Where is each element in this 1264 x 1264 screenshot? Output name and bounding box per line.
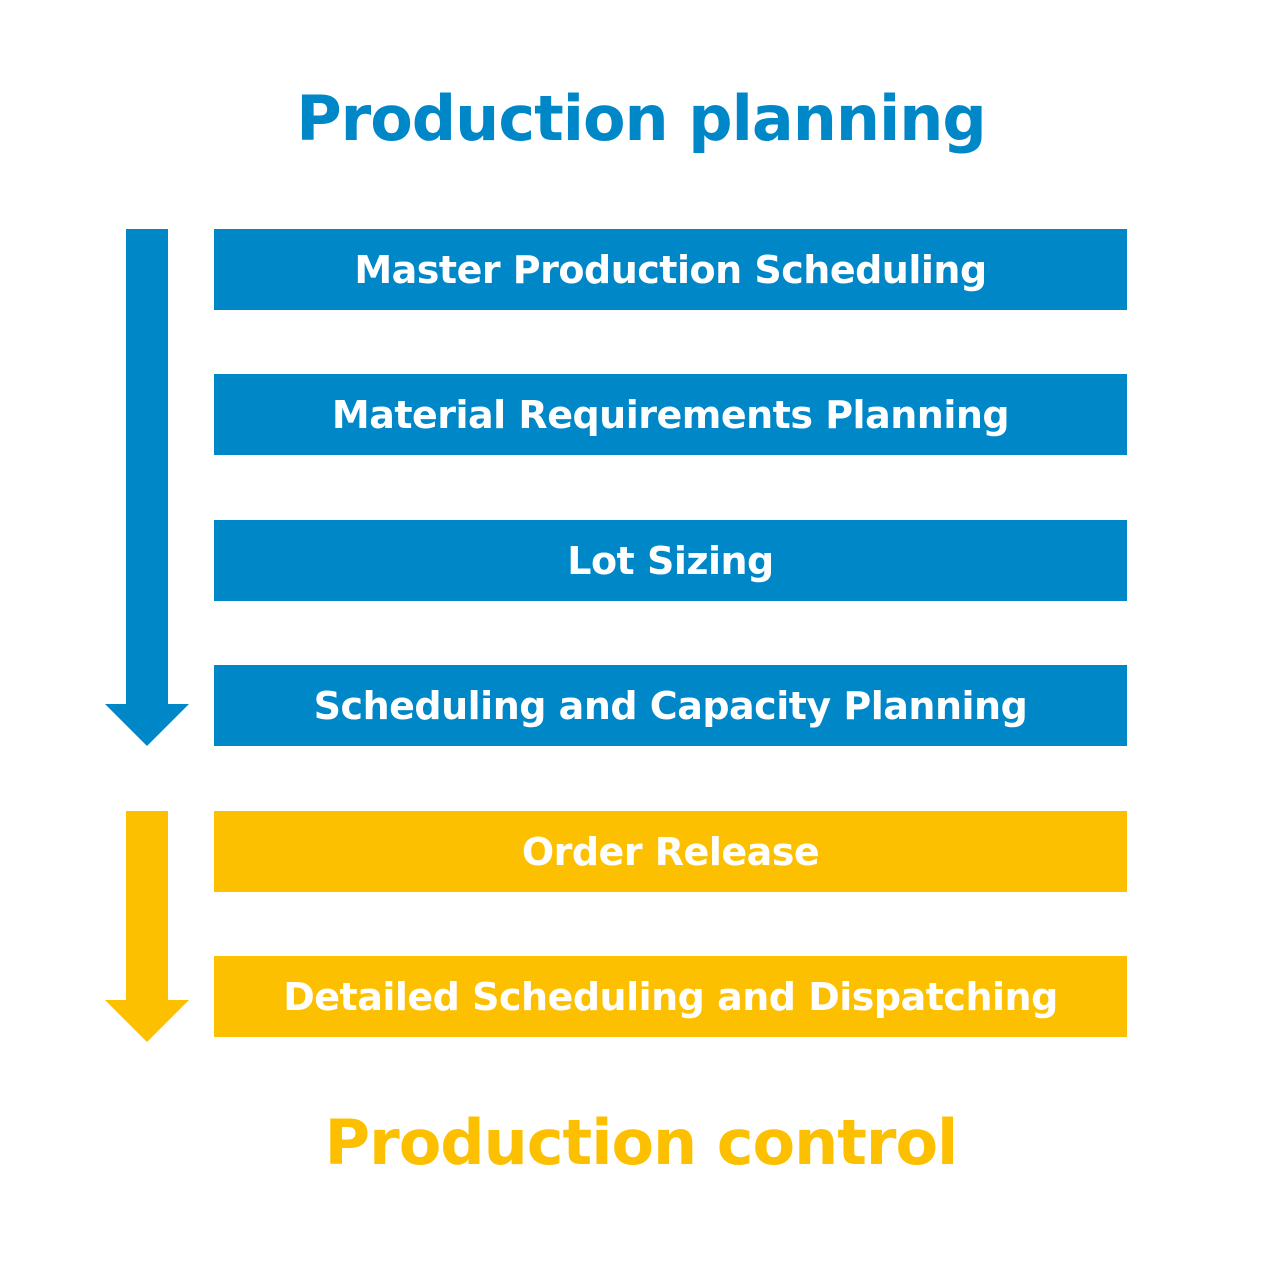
step-label: Master Production Scheduling (354, 247, 987, 292)
control-down-arrow-icon (105, 811, 189, 1042)
step-master-production-scheduling: Master Production Scheduling (214, 229, 1127, 310)
production-control-title: Production control (324, 1106, 959, 1179)
planning-down-arrow-icon (105, 229, 189, 746)
step-material-requirements-planning: Material Requirements Planning (214, 374, 1127, 455)
step-label: Lot Sizing (567, 538, 774, 583)
step-label: Detailed Scheduling and Dispatching (283, 974, 1058, 1019)
step-label: Material Requirements Planning (331, 392, 1010, 437)
step-order-release: Order Release (214, 811, 1127, 892)
step-label: Scheduling and Capacity Planning (313, 683, 1028, 728)
step-lot-sizing: Lot Sizing (214, 520, 1127, 601)
production-planning-title: Production planning (296, 82, 987, 155)
step-scheduling-capacity-planning: Scheduling and Capacity Planning (214, 665, 1127, 746)
step-label: Order Release (521, 829, 820, 874)
step-detailed-scheduling-dispatching: Detailed Scheduling and Dispatching (214, 956, 1127, 1037)
